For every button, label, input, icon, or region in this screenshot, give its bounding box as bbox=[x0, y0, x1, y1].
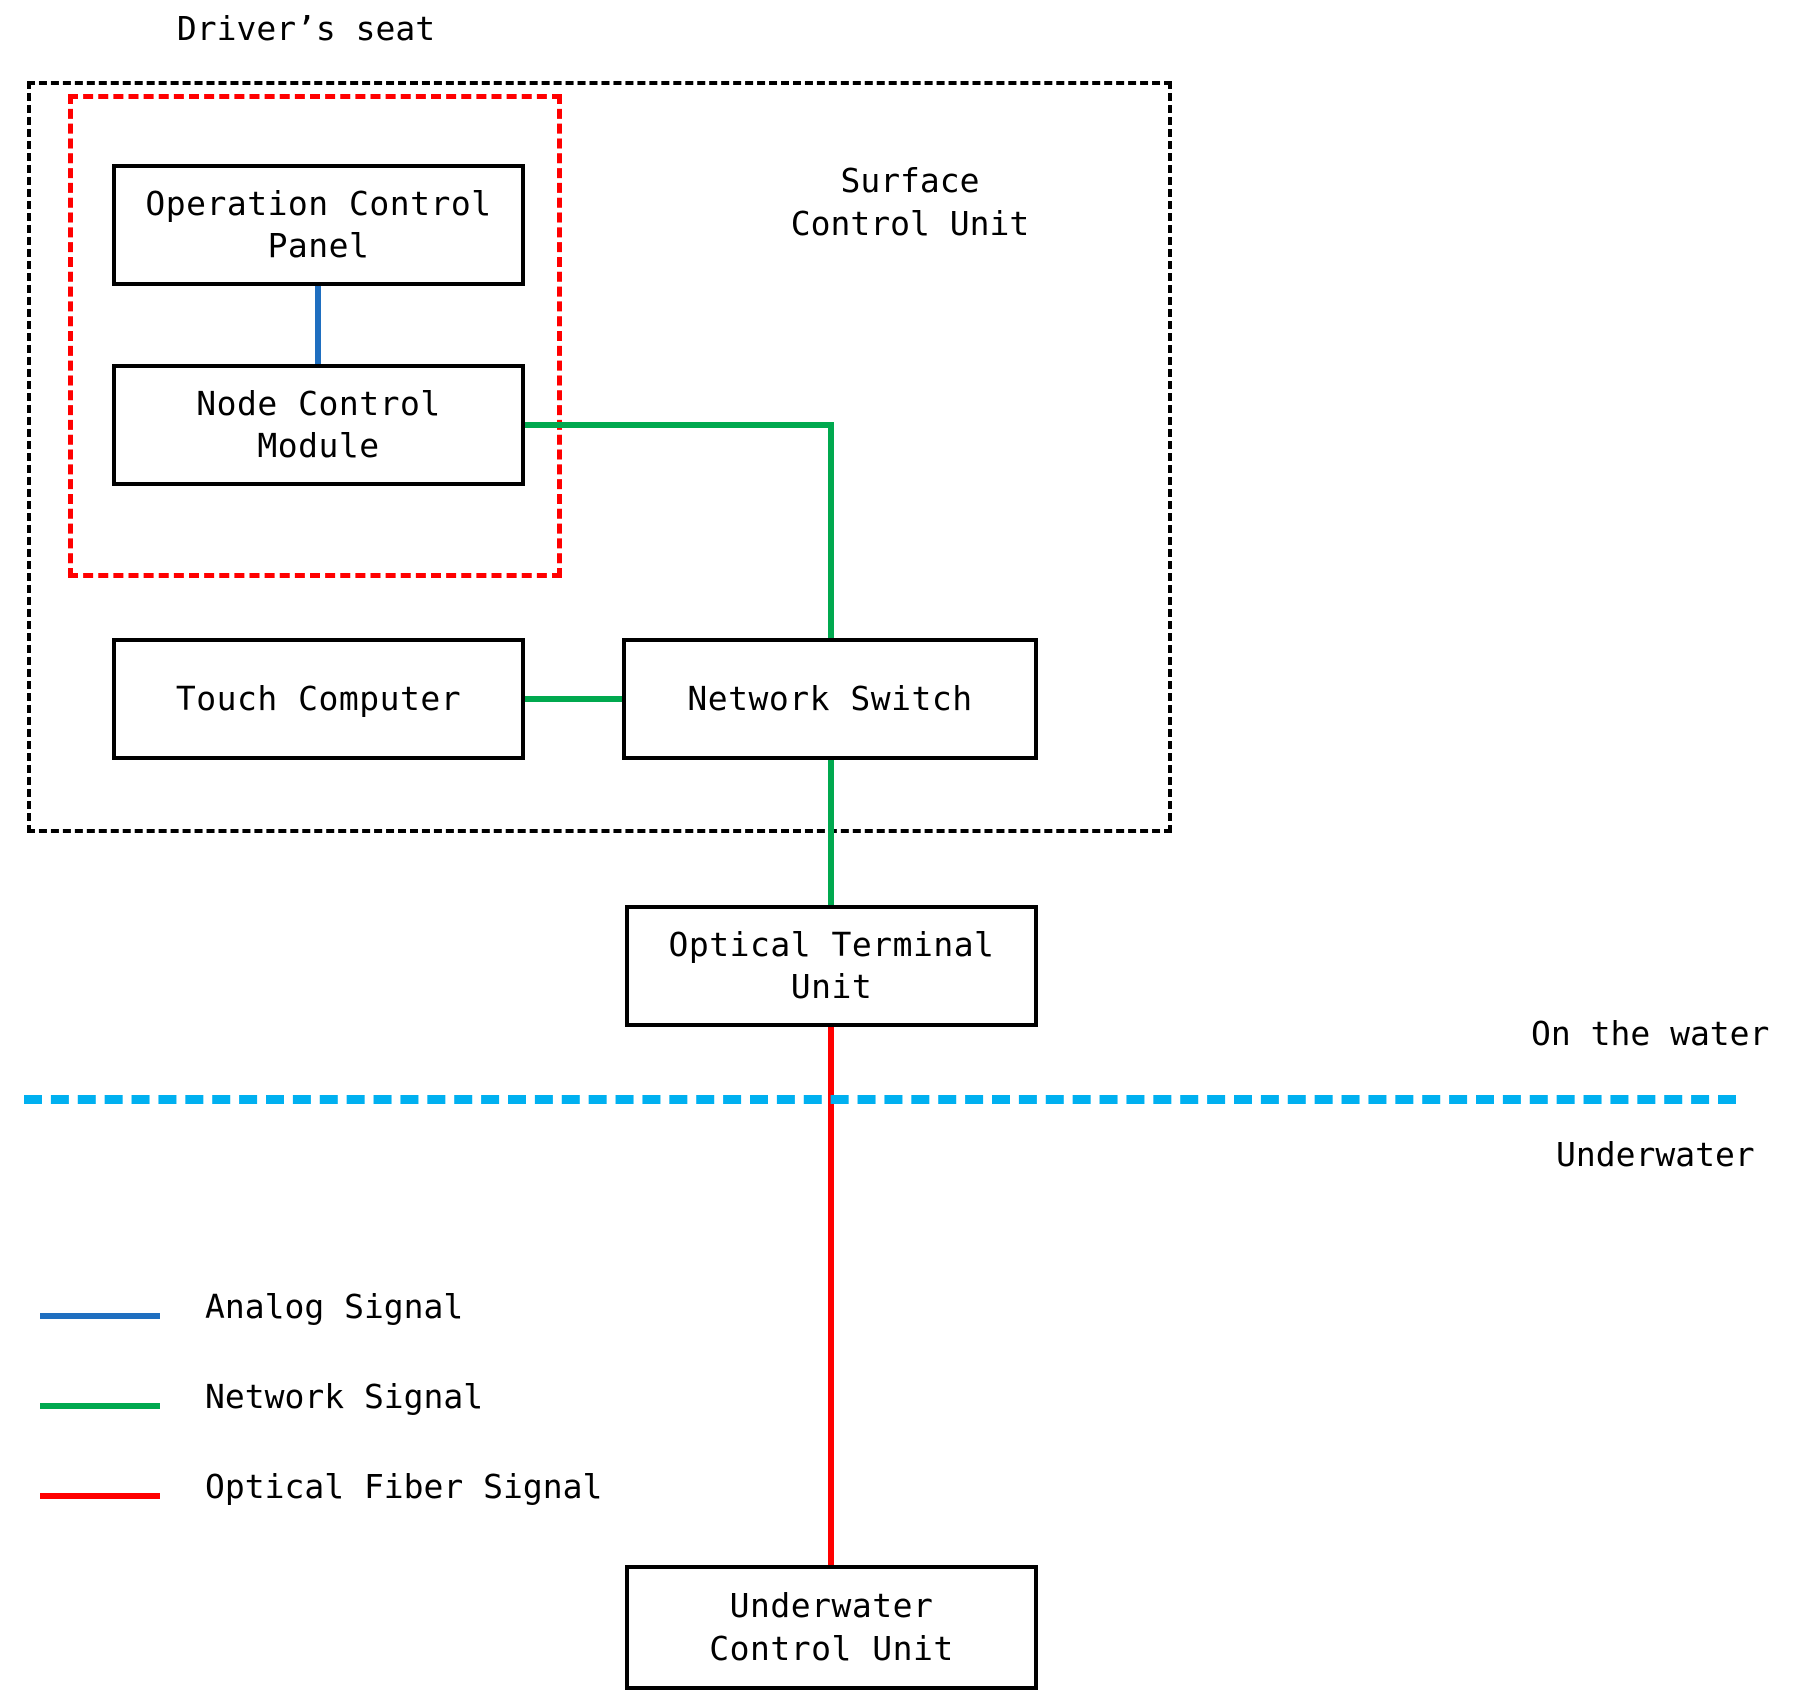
box-operation-control-panel[interactable]: Operation Control Panel bbox=[112, 164, 525, 286]
label-underwater: Underwater bbox=[1556, 1135, 1755, 1174]
box-node-control-module[interactable]: Node Control Module bbox=[112, 364, 525, 486]
legend-item-network: Network Signal bbox=[40, 1365, 720, 1455]
box-underwater-control-unit[interactable]: Underwater Control Unit bbox=[625, 1565, 1038, 1690]
group-drivers-seat bbox=[68, 94, 562, 578]
legend-swatch-network-icon bbox=[40, 1403, 160, 1409]
wire-network-touch-computer-to-switch bbox=[522, 696, 625, 702]
surface-control-unit-label: Surface Control Unit bbox=[790, 161, 1030, 243]
box-touch-computer[interactable]: Touch Computer bbox=[112, 638, 525, 760]
box-optical-terminal-unit[interactable]: Optical Terminal Unit bbox=[625, 905, 1038, 1027]
legend-label-optical-fiber: Optical Fiber Signal bbox=[205, 1467, 603, 1506]
legend-label-analog: Analog Signal bbox=[205, 1287, 464, 1326]
wire-analog-panel-to-node-module bbox=[315, 284, 321, 366]
waterline-divider bbox=[24, 1095, 1736, 1104]
legend-item-optical-fiber: Optical Fiber Signal bbox=[40, 1455, 720, 1545]
label-on-the-water: On the water bbox=[1531, 1014, 1770, 1053]
wire-network-node-module-vertical bbox=[828, 422, 834, 641]
group-surface-control-unit bbox=[27, 81, 1172, 833]
wire-optical-fiber-terminal-to-underwater bbox=[828, 1024, 834, 1568]
wire-network-node-module-horizontal bbox=[522, 422, 834, 428]
drivers-seat-caption: Driver’s seat bbox=[176, 9, 436, 48]
wire-network-switch-to-optical-terminal bbox=[828, 757, 834, 908]
legend-swatch-optical-fiber-icon bbox=[40, 1493, 160, 1499]
legend: Analog Signal Network Signal Optical Fib… bbox=[40, 1275, 720, 1545]
legend-swatch-analog-icon bbox=[40, 1313, 160, 1319]
box-network-switch[interactable]: Network Switch bbox=[622, 638, 1038, 760]
legend-label-network: Network Signal bbox=[205, 1377, 484, 1416]
legend-item-analog: Analog Signal bbox=[40, 1275, 720, 1365]
